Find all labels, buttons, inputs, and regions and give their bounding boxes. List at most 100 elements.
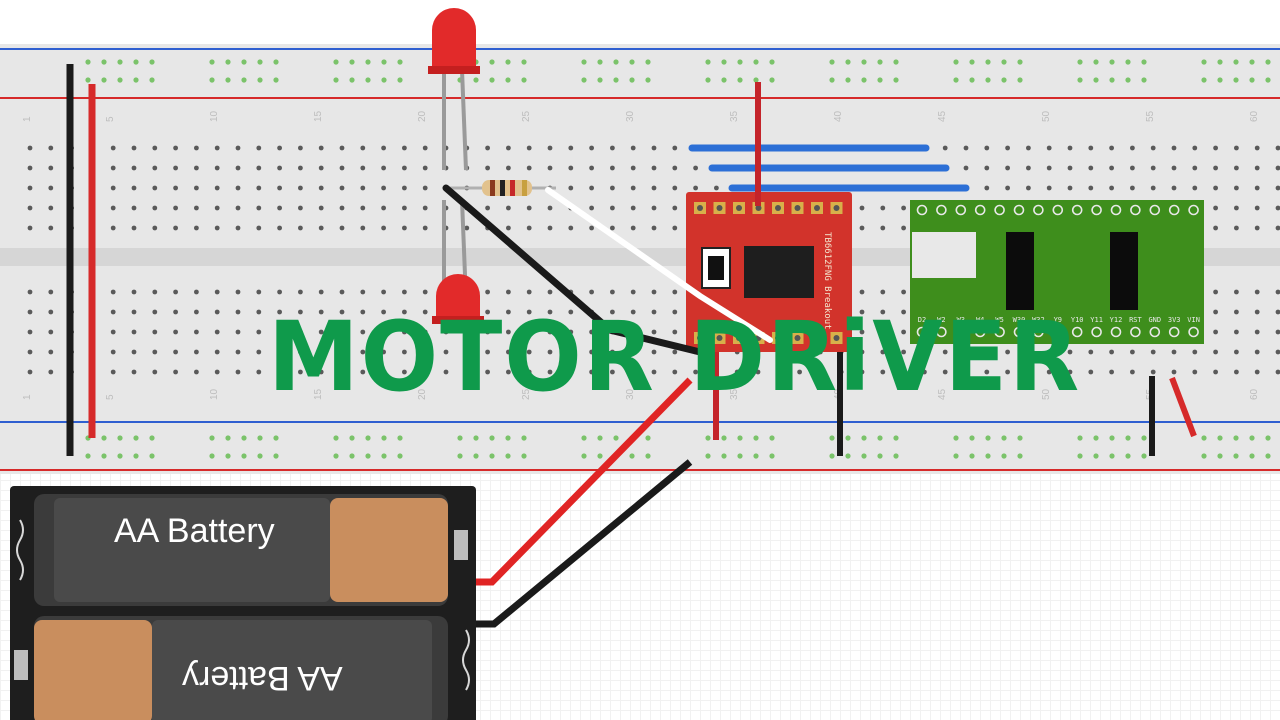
hole: [397, 77, 403, 83]
hole: [1109, 77, 1115, 83]
hole: [547, 145, 553, 151]
hole: [131, 309, 137, 315]
hole: [1093, 59, 1099, 65]
red-wire-micro[interactable]: [1169, 376, 1197, 438]
hole: [397, 435, 403, 441]
hole: [235, 349, 241, 355]
hole: [318, 349, 324, 355]
hole: [861, 453, 867, 459]
hole: [298, 369, 303, 375]
hole: [209, 77, 215, 83]
hole: [589, 369, 594, 375]
hole: [651, 145, 657, 151]
micro-pin-label: D2: [918, 316, 926, 324]
hole: [349, 435, 355, 441]
column-tick-label: 35: [729, 388, 740, 400]
micro-pin: [1110, 204, 1122, 216]
column-tick-label: 20: [417, 110, 428, 122]
hole: [257, 59, 263, 65]
hole: [901, 369, 906, 375]
hole: [1130, 185, 1135, 191]
hole: [48, 289, 54, 295]
hole: [1109, 145, 1114, 151]
resistor[interactable]: [482, 180, 532, 196]
hole: [672, 289, 678, 295]
hole: [901, 225, 906, 231]
battery-holder[interactable]: [10, 486, 476, 720]
hole: [422, 309, 428, 315]
hole: [110, 185, 116, 191]
hole: [1254, 225, 1260, 231]
black-signal-wire[interactable]: [442, 184, 704, 356]
hole: [209, 435, 215, 441]
hole: [734, 369, 740, 375]
hole: [705, 453, 711, 459]
hole: [1130, 349, 1135, 355]
hole: [629, 453, 635, 459]
hole: [859, 289, 865, 295]
hole: [152, 225, 158, 231]
hole: [360, 329, 366, 335]
hole: [829, 435, 835, 441]
hole: [443, 329, 449, 335]
hole: [610, 309, 615, 315]
hole: [27, 309, 33, 315]
hole: [1109, 185, 1114, 191]
hole: [422, 369, 428, 375]
driver-pad-hole: [736, 335, 742, 341]
led-top[interactable]: [428, 8, 480, 74]
hole: [194, 329, 199, 335]
hole: [48, 185, 54, 191]
hole: [818, 369, 823, 375]
hole: [339, 225, 345, 231]
hole: [797, 369, 802, 375]
hole: [277, 349, 282, 355]
hole: [381, 453, 387, 459]
hole: [48, 205, 54, 211]
hole: [1265, 59, 1271, 65]
battery-red-wire[interactable]: [476, 377, 693, 586]
hole: [485, 369, 490, 375]
hole: [110, 349, 116, 355]
hole: [256, 185, 262, 191]
hole: [1125, 59, 1131, 65]
hole: [877, 453, 883, 459]
hole: [645, 59, 651, 65]
column-tick-label: 45: [937, 388, 948, 400]
hole: [610, 185, 615, 191]
hole: [845, 453, 851, 459]
hole: [953, 435, 959, 441]
hole: [489, 77, 495, 83]
hole: [568, 369, 574, 375]
micro-pin: [994, 204, 1005, 216]
hole: [257, 453, 263, 459]
hole: [365, 59, 371, 65]
hole: [942, 349, 948, 355]
led-bottom[interactable]: [432, 274, 484, 324]
driver-pad-hole: [697, 335, 703, 341]
hole: [610, 349, 615, 355]
column-tick-label: 20: [417, 388, 428, 400]
hole: [457, 453, 463, 459]
hole: [829, 59, 835, 65]
white-wire[interactable]: [545, 187, 773, 343]
hole: [273, 59, 279, 65]
hole: [85, 59, 91, 65]
hole: [877, 435, 883, 441]
battery-black-wire[interactable]: [476, 459, 693, 628]
hole: [117, 453, 123, 459]
hole: [1109, 59, 1115, 65]
hole: [277, 225, 282, 231]
battery-top-label: AA Battery: [114, 512, 275, 550]
hole: [984, 145, 990, 151]
hole: [194, 165, 199, 171]
hole: [318, 145, 324, 151]
hole: [1254, 289, 1260, 295]
hole: [672, 225, 678, 231]
hole: [1171, 165, 1177, 171]
hole: [381, 145, 386, 151]
driver-pad-hole: [736, 205, 742, 211]
hole: [521, 59, 527, 65]
